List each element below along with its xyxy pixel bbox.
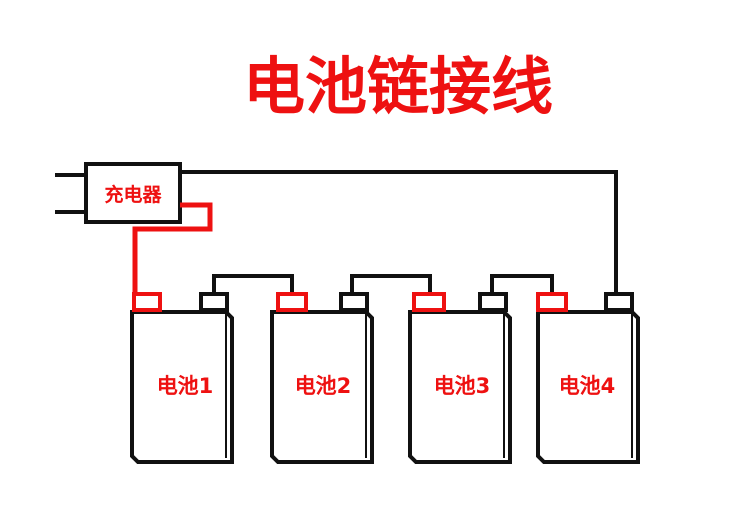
positive-terminal xyxy=(276,292,308,312)
battery-label: 电池1 xyxy=(157,374,214,398)
battery-3: 电池3 xyxy=(408,292,512,464)
battery-label: 电池4 xyxy=(559,374,616,398)
battery-1: 电池1 xyxy=(130,292,234,464)
charger-label: 充电器 xyxy=(104,183,162,206)
negative-terminal xyxy=(604,292,634,312)
battery-label: 电池2 xyxy=(295,374,352,398)
charger-box xyxy=(84,162,182,224)
positive-wire xyxy=(132,202,213,293)
battery-4: 电池4 xyxy=(536,292,640,464)
series-jumper-1-2 xyxy=(212,274,294,296)
series-jumper-3-4 xyxy=(490,274,554,296)
negative-terminal xyxy=(199,292,229,312)
negative-terminal xyxy=(339,292,369,312)
positive-terminal xyxy=(132,292,162,312)
negative-terminal xyxy=(478,292,508,312)
positive-terminal xyxy=(536,292,568,312)
battery-2: 电池2 xyxy=(270,292,374,464)
negative-wire xyxy=(180,170,618,296)
positive-terminal xyxy=(412,292,446,312)
series-jumper-2-3 xyxy=(350,274,432,296)
battery-label: 电池3 xyxy=(434,374,491,398)
diagram-title: 电池链接线 xyxy=(243,50,553,123)
